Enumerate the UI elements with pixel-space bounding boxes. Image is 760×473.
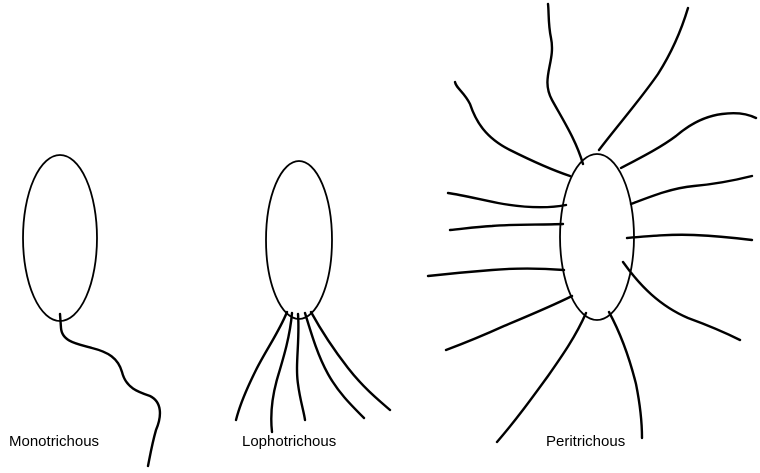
peritrichous-flagellum bbox=[455, 82, 570, 176]
peritrichous-flagellum bbox=[599, 8, 688, 150]
peritrichous-flagellum bbox=[623, 262, 740, 340]
peritrichous-flagellum bbox=[448, 193, 566, 207]
monotrichous-label: Monotrichous bbox=[9, 433, 99, 450]
monotrichous-bacterium: Monotrichous bbox=[9, 155, 160, 466]
lophotrichous-flagella-tuft bbox=[236, 312, 390, 432]
lophotrichous-flagellum bbox=[236, 312, 287, 420]
lophotrichous-flagellum bbox=[271, 313, 292, 432]
peritrichous-flagellum bbox=[609, 312, 642, 438]
monotrichous-cell-body bbox=[23, 155, 97, 321]
lophotrichous-cell-body bbox=[266, 161, 332, 319]
lophotrichous-label: Lophotrichous bbox=[242, 433, 336, 450]
peritrichous-flagellum bbox=[497, 313, 586, 442]
peritrichous-flagellum bbox=[621, 113, 756, 168]
lophotrichous-bacterium: Lophotrichous bbox=[236, 161, 390, 450]
peritrichous-flagella bbox=[428, 4, 756, 442]
peritrichous-label: Peritrichous bbox=[546, 433, 625, 450]
peritrichous-flagellum bbox=[450, 224, 563, 230]
peritrichous-cell-body bbox=[560, 154, 634, 320]
peritrichous-bacterium: Peritrichous bbox=[428, 4, 756, 450]
peritrichous-flagellum bbox=[631, 176, 752, 204]
lophotrichous-flagellum bbox=[305, 313, 364, 418]
peritrichous-flagellum bbox=[627, 235, 752, 240]
peritrichous-flagellum bbox=[428, 269, 564, 277]
peritrichous-flagellum bbox=[446, 296, 572, 350]
lophotrichous-flagellum bbox=[297, 314, 305, 420]
peritrichous-flagellum bbox=[547, 4, 583, 164]
